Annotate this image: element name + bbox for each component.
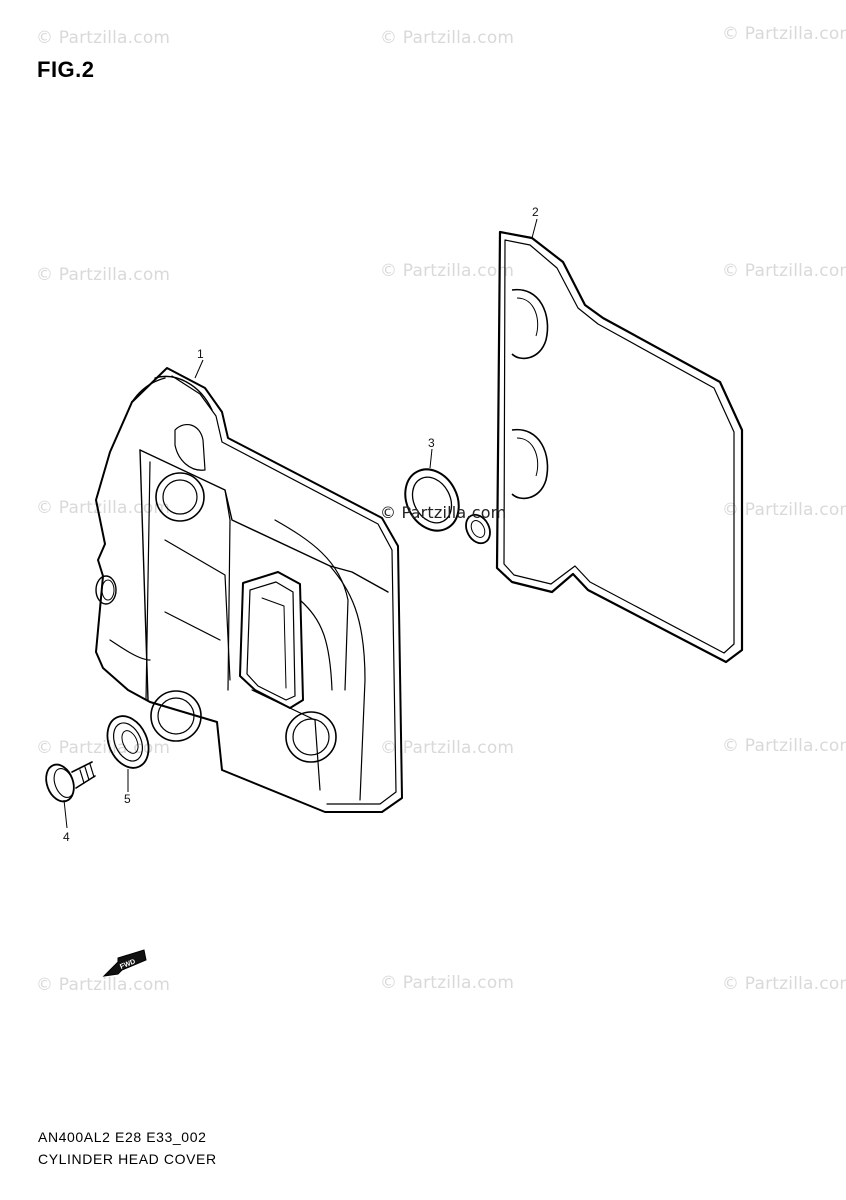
part-label-3: 3: [428, 436, 435, 450]
part-1-cylinder-head-cover[interactable]: [95, 367, 403, 813]
watermark-row3-right: © Partzilla.com: [722, 500, 846, 520]
watermark-top-center: © Partzilla.com: [380, 28, 515, 48]
watermark-row4-right: © Partzilla.com: [722, 736, 846, 756]
fwd-arrow-icon: [102, 949, 147, 977]
part-label-4: 4: [63, 830, 70, 844]
watermark-row3-left: © Partzilla.com: [36, 498, 171, 518]
watermark-row4-center: © Partzilla.com: [380, 738, 515, 758]
watermark-row2-left: © Partzilla.com: [36, 265, 171, 285]
forward-direction-marker: FWD: [102, 949, 147, 977]
watermark-row5-left: © Partzilla.com: [36, 975, 171, 995]
watermark-row5-center: © Partzilla.com: [380, 973, 515, 993]
figure-title: FIG.2: [37, 57, 95, 82]
part-label-2: 2: [532, 205, 539, 219]
watermark-row4-left: © Partzilla.com: [36, 738, 171, 758]
part-3-seal-ring[interactable]: [395, 460, 495, 547]
part-2-gasket[interactable]: [495, 230, 744, 664]
watermark-top-right: © Partzilla.com: [722, 24, 846, 44]
part-4-bolt[interactable]: [41, 761, 96, 806]
watermark-row5-right: © Partzilla.com: [722, 974, 846, 994]
diagram-code: AN400AL2 E28 E33_002: [38, 1129, 207, 1145]
watermark-row2-right: © Partzilla.com: [722, 261, 846, 281]
part-label-5: 5: [124, 792, 131, 806]
watermark-top-left: © Partzilla.com: [36, 28, 171, 48]
part-5-washer[interactable]: [100, 710, 157, 775]
diagram-name: CYLINDER HEAD COVER: [38, 1151, 217, 1167]
leader-lines: [63, 218, 538, 829]
watermark-row2-center: © Partzilla.com: [380, 261, 515, 281]
watermark-center-overlay: © Partzilla.com: [380, 503, 507, 522]
part-label-1: 1: [197, 347, 204, 361]
